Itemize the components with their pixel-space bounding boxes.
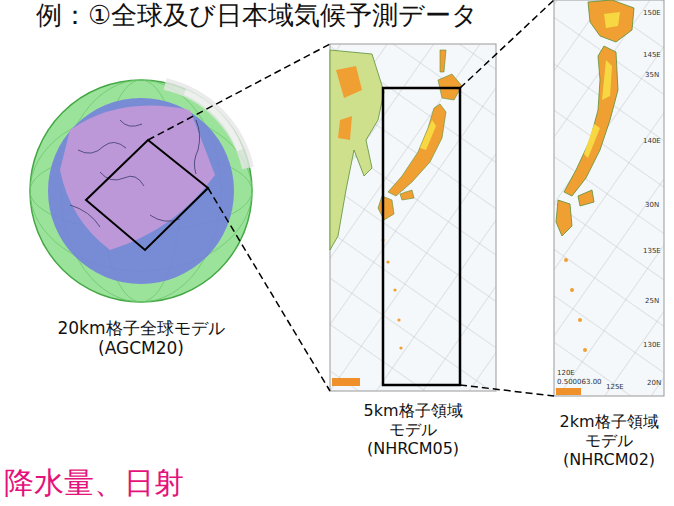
scale-label: 0.500063.00 — [557, 379, 602, 387]
map-2km-part — [556, 388, 581, 395]
tick-label: 35N — [645, 72, 659, 80]
globe-part — [70, 120, 180, 227]
map-2km-part — [564, 46, 618, 196]
tick-label: 140E — [643, 138, 661, 146]
map-5km-part — [399, 346, 402, 349]
map-5km-part — [378, 196, 394, 220]
map-5km-part — [420, 120, 436, 150]
tick-label: 120E — [557, 370, 575, 378]
globe — [30, 80, 252, 302]
map-2km-part — [578, 190, 594, 206]
globe-part — [30, 80, 252, 302]
model-label: 5km格子領域 モデル (NHRCM05) — [353, 401, 473, 459]
map-5km — [330, 44, 496, 391]
map-5km-part — [393, 288, 396, 291]
map-5km-part — [386, 260, 389, 263]
tick-label: 150E — [643, 10, 661, 18]
map-5km-part — [440, 50, 446, 72]
map-2km — [554, 0, 664, 396]
map-panel: 5km格子領域 モデル (NHRCM05) — [330, 44, 496, 391]
map-2km-part — [570, 288, 574, 292]
map-2km-part — [584, 60, 612, 158]
map-5km-part — [400, 190, 414, 200]
map-2km-part — [604, 12, 620, 28]
map-5km-part — [336, 66, 362, 140]
map-2km-part — [583, 348, 587, 352]
tick-label: 145E — [643, 52, 661, 60]
globe-part — [86, 140, 208, 250]
map-5km-part — [397, 318, 400, 321]
tick-label: 135E — [643, 248, 661, 256]
map-2km-part — [556, 200, 572, 236]
tick-label: 130E — [643, 342, 661, 350]
model-label: 20km格子全球モデル (AGCM20) — [41, 318, 241, 359]
globe-part — [48, 98, 234, 284]
map-5km-part — [332, 378, 360, 386]
diagram-title: 例：①全球及び日本域気候予測データ — [36, 0, 478, 31]
map-5km-part — [330, 44, 496, 391]
tick-label: 20N — [647, 380, 661, 388]
map-2km-part — [564, 258, 568, 262]
model-label: 2km格子領域 モデル (NHRCM02) — [554, 412, 664, 470]
tick-label: 125E — [606, 384, 624, 392]
tick-label: 25N — [645, 298, 659, 306]
map-5km-part — [330, 50, 384, 250]
globe-part — [194, 120, 199, 174]
map-2km-part — [554, 0, 664, 396]
zoom-line — [460, 0, 554, 396]
map-5km-part — [330, 44, 496, 391]
globe-model: 20km格子全球モデル (AGCM20) — [30, 80, 252, 302]
map-2km-part — [588, 0, 634, 42]
globe-part — [60, 106, 215, 251]
map-5km-part — [383, 88, 460, 385]
map-5km-part — [388, 104, 446, 196]
map-2km-part — [578, 318, 582, 322]
map-panel: 2km格子領域 モデル (NHRCM02) — [554, 0, 664, 396]
map-2km-part — [554, 0, 664, 396]
highlight-text: 降水量、日射 — [4, 466, 184, 499]
tick-label: 30N — [645, 202, 659, 210]
